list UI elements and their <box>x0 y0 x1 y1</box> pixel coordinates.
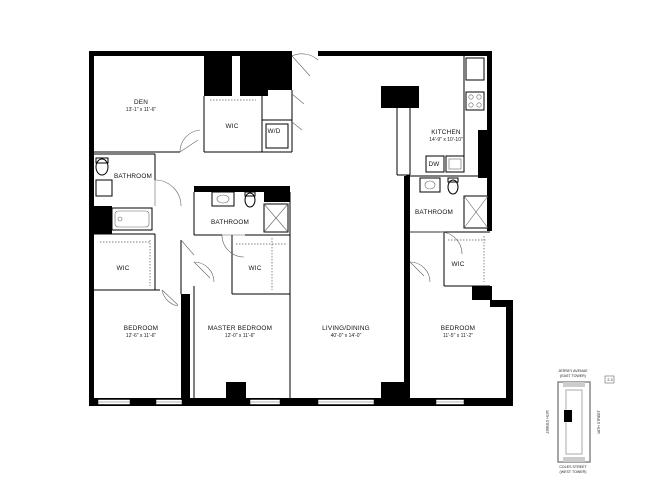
key-east-street: 18TH STREET <box>597 409 601 434</box>
fixtures <box>95 56 489 290</box>
bedroom-left-label: BEDROOM <box>124 325 158 332</box>
key-west-street: 16TH STREET <box>545 410 549 435</box>
dw-label: DW <box>428 161 440 168</box>
den-dims: 13'-1" x 11'-6" <box>126 107 157 113</box>
living-dining-label: LIVING/DINING <box>322 325 370 332</box>
key-south-tower: (WEST TOWER) <box>560 470 587 474</box>
wic-master-label: WIC <box>248 265 261 272</box>
exterior-walls <box>89 51 513 406</box>
bathroom-right-label: BATHROOM <box>415 209 453 216</box>
key-south-street: COLES STREET <box>559 465 587 469</box>
wic-den-label: WIC <box>225 123 238 130</box>
master-bedroom-dims: 12'-0" x 11'-6" <box>225 333 256 339</box>
key-north-tower: (EAST TOWER) <box>560 374 586 378</box>
kitchen-label: KITCHEN <box>431 129 461 136</box>
interior-walls <box>94 56 490 400</box>
kitchen-dims: 14'-9" x 10'-10" <box>429 137 463 143</box>
doors <box>154 53 463 307</box>
bathroom-left-label: BATHROOM <box>114 173 152 180</box>
key-plan: JERSEY AVENUE (EAST TOWER) 2-3 16TH STRE… <box>545 369 615 474</box>
key-unit-highlight <box>564 410 572 422</box>
key-north-street: JERSEY AVENUE <box>558 369 588 373</box>
room-labels: DEN 13'-1" x 11'-6" WIC W/D KITCHEN 14'-… <box>114 99 475 339</box>
living-dining-dims: 40'-0" x 14'-0" <box>331 333 362 339</box>
windows <box>97 399 465 405</box>
wic-left-label: WIC <box>116 265 129 272</box>
master-bedroom-label: MASTER BEDROOM <box>208 325 272 332</box>
den-label: DEN <box>134 99 148 106</box>
bathroom-master-label: BATHROOM <box>211 219 249 226</box>
wic-right-label: WIC <box>451 261 464 268</box>
bedroom-left-dims: 12'-6" x 11'-6" <box>126 333 157 339</box>
bedroom-right-dims: 11'-5" x 11'-2" <box>443 333 473 339</box>
key-floor-label: 2-3 <box>607 378 612 382</box>
bedroom-right-label: BEDROOM <box>441 325 475 332</box>
wd-label: W/D <box>267 128 280 135</box>
